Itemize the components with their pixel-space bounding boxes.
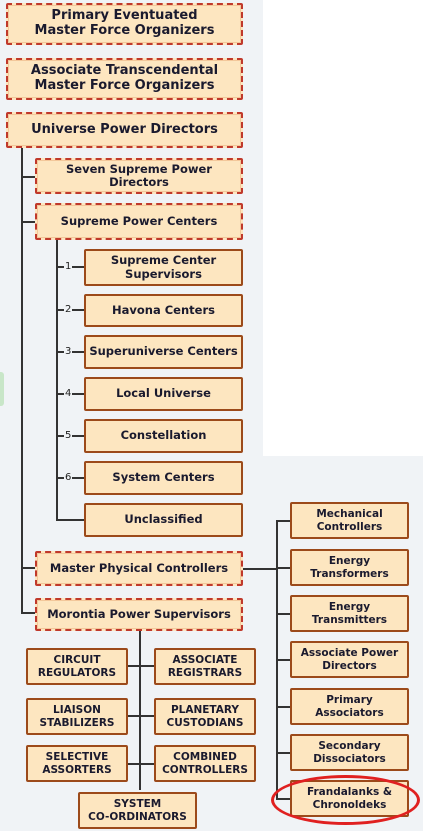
box-combined-controllers: COMBINED CONTROLLERS	[154, 745, 256, 782]
connector	[56, 240, 58, 520]
box-system-centers: System Centers	[84, 461, 243, 495]
connector	[128, 665, 154, 667]
level-number-1: 1	[64, 261, 73, 273]
level-number-3: 3	[64, 346, 73, 358]
box-primary-eventuated: Primary Eventuated Master Force Organize…	[6, 3, 243, 45]
box-system-coordinators: SYSTEM CO-ORDINATORS	[78, 792, 197, 829]
level-number-4: 4	[64, 388, 73, 400]
box-selective-assorters: SELECTIVE ASSORTERS	[26, 745, 128, 782]
connector	[21, 612, 35, 614]
box-constellation: Constellation	[84, 419, 243, 453]
level-number-5: 5	[64, 430, 73, 442]
box-energy-transformers: Energy Transformers	[290, 549, 409, 586]
connector	[276, 567, 290, 569]
box-associate-registrars: ASSOCIATE REGISTRARS	[154, 648, 256, 685]
connector	[21, 221, 35, 223]
box-supreme-center-supervisors: Supreme Center Supervisors	[84, 249, 243, 286]
connector	[276, 520, 290, 522]
connector	[276, 613, 290, 615]
level-number-6: 6	[64, 472, 73, 484]
box-planetary-custodians: PLANETARY CUSTODIANS	[154, 698, 256, 735]
connector	[276, 752, 290, 754]
box-morontia-power-supervisors: Morontia Power Supervisors	[35, 598, 243, 631]
connector	[128, 763, 154, 765]
level-number-2: 2	[64, 304, 73, 316]
box-seven-supreme-power-directors: Seven Supreme Power Directors	[35, 158, 243, 194]
connector	[276, 659, 290, 661]
box-universe-power-directors: Universe Power Directors	[6, 112, 243, 148]
connector	[276, 706, 290, 708]
box-associate-transcendental: Associate Transcendental Master Force Or…	[6, 58, 243, 100]
connector	[21, 176, 35, 178]
highlight-ellipse	[271, 775, 420, 825]
box-associate-power-directors: Associate Power Directors	[290, 641, 409, 678]
box-unclassified: Unclassified	[84, 503, 243, 537]
box-superuniverse-centers: Superuniverse Centers	[84, 335, 243, 369]
box-liaison-stabilizers: LIAISON STABILIZERS	[26, 698, 128, 735]
connector	[56, 519, 84, 521]
box-master-physical-controllers: Master Physical Controllers	[35, 551, 243, 586]
box-supreme-power-centers: Supreme Power Centers	[35, 203, 243, 240]
box-secondary-dissociators: Secondary Dissociators	[290, 734, 409, 771]
box-havona-centers: Havona Centers	[84, 294, 243, 327]
connector	[21, 148, 23, 613]
side-edge-marker	[0, 372, 4, 406]
connector	[21, 567, 35, 569]
connector	[139, 630, 141, 790]
box-energy-transmitters: Energy Transmitters	[290, 595, 409, 632]
box-mechanical-controllers: Mechanical Controllers	[290, 502, 409, 539]
box-local-universe: Local Universe	[84, 377, 243, 411]
box-circuit-regulators: CIRCUIT REGULATORS	[26, 648, 128, 685]
connector	[128, 715, 154, 717]
connector	[243, 568, 277, 570]
box-primary-associators: Primary Associators	[290, 688, 409, 725]
